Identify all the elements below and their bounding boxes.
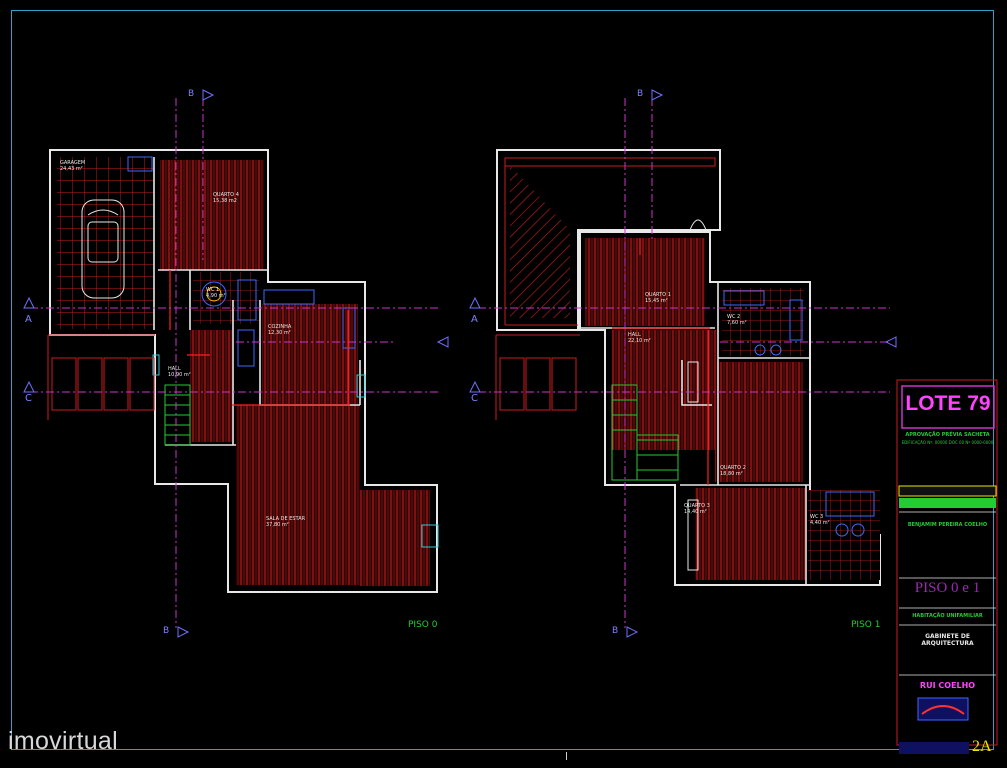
room-area: 18,80 m² bbox=[720, 471, 743, 477]
floor-label-first: PISO 1 bbox=[851, 620, 881, 630]
room-name: HALL bbox=[628, 332, 641, 338]
approval-subtext: EDIFICAÇÃO Nº: 00000 DOC 00 Nº 0000-0000 bbox=[901, 440, 994, 445]
room-name: QUARTO 1 bbox=[645, 292, 671, 298]
room-name: WC 2 bbox=[727, 314, 741, 320]
room-quarto2: QUARTO 2 18,80 m² bbox=[720, 465, 746, 477]
room-area: 14,40 m² bbox=[684, 509, 707, 515]
owner-name: BENJAMIM PEREIRA COELHO bbox=[907, 522, 988, 528]
room-area: 4,40 m² bbox=[810, 520, 830, 526]
section-marker-b-top-right: B bbox=[637, 89, 644, 99]
room-name: QUARTO 2 bbox=[720, 465, 746, 471]
room-wc1: WC 1 4,90 m² bbox=[206, 287, 226, 299]
section-marker-a-right: A bbox=[471, 314, 478, 325]
room-name: WC 1 bbox=[206, 287, 220, 293]
room-area: 7,60 m² bbox=[727, 320, 747, 326]
section-marker-b-bottom-left: B bbox=[163, 626, 170, 636]
room-name: WC 3 bbox=[810, 514, 824, 520]
section-marker-b-bottom-right: B bbox=[612, 626, 619, 636]
floor-label-ground: PISO 0 bbox=[408, 620, 438, 630]
room-area: 22,10 m² bbox=[628, 338, 651, 344]
room-hall: HALL 10,90 m² bbox=[168, 366, 191, 378]
room-name: QUARTO 3 bbox=[684, 503, 710, 509]
building-use: HABITAÇÃO UNIFAMILIAR bbox=[912, 613, 983, 619]
floors-title: PISO 0 e 1 bbox=[914, 580, 981, 596]
room-name: HALL bbox=[168, 366, 181, 372]
room-wc2: WC 2 7,60 m² bbox=[727, 314, 747, 326]
title-block bbox=[896, 379, 998, 754]
plan-ground-floor bbox=[30, 98, 440, 628]
room-area: 4,90 m² bbox=[206, 293, 226, 299]
room-name: GARAGEM bbox=[60, 160, 86, 166]
approval-text: APROVAÇÃO PRÉVIA SACHETA bbox=[905, 432, 990, 438]
sheet-number: 2A bbox=[972, 738, 992, 755]
plan-first-floor bbox=[478, 98, 890, 628]
architect-name: RUI COELHO bbox=[919, 681, 976, 690]
room-area: 24,43 m² bbox=[60, 166, 83, 172]
room-area: 37,80 m² bbox=[266, 522, 289, 528]
section-marker-b-top-left: B bbox=[188, 89, 195, 99]
room-name: QUARTO 4 bbox=[213, 192, 239, 198]
section-marker-c-left: C bbox=[25, 393, 32, 404]
cursor-mark bbox=[566, 752, 567, 760]
watermark-logo: imovirtual bbox=[8, 727, 118, 755]
section-marker-a-left: A bbox=[25, 314, 32, 325]
room-wc3: WC 3 4,40 m² bbox=[810, 514, 830, 526]
room-area: 15,38 m2 bbox=[213, 198, 237, 204]
room-name: COZINHA bbox=[268, 324, 292, 330]
room-name: SALA DE ESTAR bbox=[266, 516, 306, 522]
room-garagem: GARAGEM 24,43 m² bbox=[60, 160, 85, 172]
section-marker-c-right: C bbox=[471, 393, 478, 404]
room-area: 12,30 m² bbox=[268, 330, 291, 336]
room-quarto4: QUARTO 4 15,38 m2 bbox=[213, 192, 239, 204]
room-sala: SALA DE ESTAR 37,80 m² bbox=[266, 516, 305, 528]
room-cozinha: COZINHA 12,30 m² bbox=[268, 324, 291, 336]
room-quarto1: QUARTO 1 15,45 m² bbox=[645, 292, 671, 304]
room-area: 15,45 m² bbox=[645, 298, 668, 304]
office-name: GABINETE DE ARQUITECTURA bbox=[921, 633, 974, 647]
room-hall-1: HALL 22,10 m² bbox=[628, 332, 651, 344]
room-quarto3: QUARTO 3 14,40 m² bbox=[684, 503, 710, 515]
room-area: 10,90 m² bbox=[168, 372, 191, 378]
lot-number: LOTE 79 bbox=[905, 392, 991, 415]
